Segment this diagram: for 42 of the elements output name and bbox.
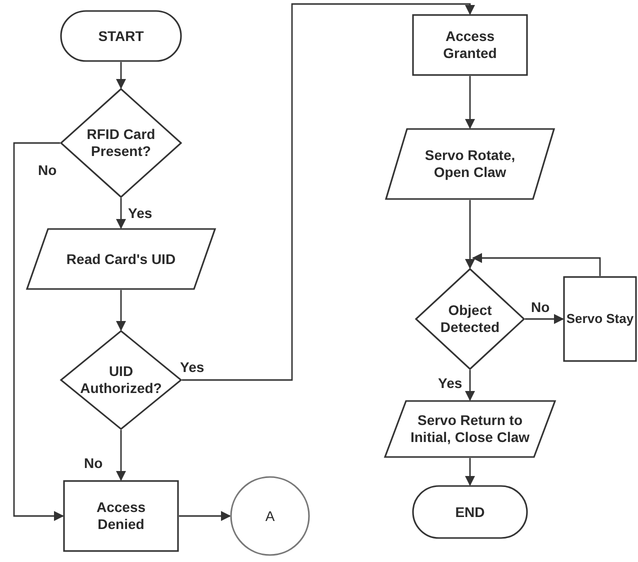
- node-label: Access Denied: [95, 499, 147, 533]
- terminator-shape: [60, 10, 182, 62]
- connector-circle: [230, 476, 310, 556]
- node-label: START: [98, 28, 144, 44]
- edge-label: Yes: [126, 206, 154, 222]
- node-label: Servo Stay: [566, 311, 634, 327]
- edge-label: No: [529, 300, 552, 316]
- edge-label: Yes: [178, 360, 206, 376]
- edge-label: Yes: [436, 376, 464, 392]
- arrow: [465, 76, 475, 129]
- process-box: [563, 276, 637, 362]
- edge-label: No: [82, 456, 105, 472]
- node-label: UID Authorized?: [79, 363, 163, 397]
- decision-diamond: [415, 268, 525, 370]
- arrow: [465, 370, 475, 401]
- decision-diamond: [60, 330, 182, 430]
- arrow: [472, 253, 601, 276]
- arrow: [13, 142, 64, 521]
- arrow: [116, 290, 126, 331]
- process-box: [63, 480, 179, 552]
- node-label: END: [455, 504, 485, 520]
- process-box: [412, 14, 528, 76]
- arrow: [465, 458, 475, 486]
- node-label: Access Granted: [442, 28, 498, 62]
- node-label: A: [265, 508, 275, 524]
- io-parallelogram: [26, 228, 216, 290]
- io-parallelogram: [384, 400, 556, 458]
- decision-diamond: [60, 88, 182, 198]
- node-label: Object Detected: [439, 302, 501, 336]
- node-label: Read Card's UID: [66, 250, 176, 268]
- arrow: [179, 511, 231, 521]
- arrow: [525, 314, 564, 324]
- arrow: [116, 430, 126, 481]
- arrow: [182, 3, 475, 381]
- node-label: RFID Card Present?: [86, 126, 156, 160]
- arrow: [116, 62, 126, 89]
- arrow: [116, 198, 126, 229]
- node-label: Servo Rotate, Open Claw: [424, 147, 516, 181]
- edge-label: No: [36, 163, 59, 178]
- arrow: [465, 200, 475, 269]
- node-label: Servo Return to Initial, Close Claw: [409, 412, 531, 446]
- io-parallelogram: [385, 128, 555, 200]
